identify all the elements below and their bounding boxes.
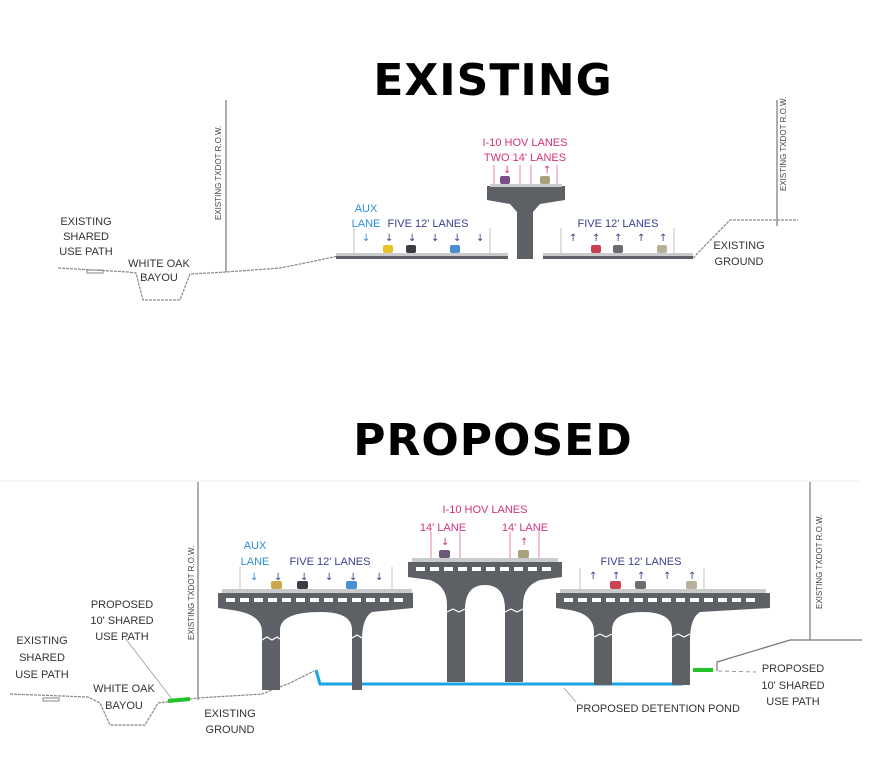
- shared-use-path-mark: [42, 697, 60, 702]
- detention-pond: [314, 669, 689, 686]
- svg-text:↓: ↓: [453, 233, 461, 244]
- row-label-right: EXISTING TXDOT R.O.W.: [815, 515, 824, 609]
- shared-use-path-mark: [86, 269, 104, 274]
- svg-text:↑: ↑: [637, 571, 645, 582]
- svg-text:↑: ↑: [589, 571, 597, 582]
- detention-pond-label: PROPOSED DETENTION POND: [576, 703, 740, 715]
- hov-lane-2-label: 14' LANE: [502, 522, 548, 534]
- right-lanes-label: FIVE 12' LANES: [601, 556, 682, 568]
- right-mainlanes-road: [543, 253, 693, 256]
- left-lanes-label: FIVE 12' LANES: [388, 218, 469, 230]
- svg-text:↑: ↑: [592, 233, 600, 244]
- svg-text:↑: ↑: [663, 571, 671, 582]
- hov-lane-lines: [430, 532, 540, 558]
- existing-ground-right: [716, 639, 862, 671]
- left-lanes-label: FIVE 12' LANES: [290, 556, 371, 568]
- left-mainlanes-road: [336, 253, 508, 256]
- svg-text:↑: ↑: [543, 165, 551, 176]
- svg-text:↓: ↓: [431, 233, 439, 244]
- svg-text:↓: ↓: [349, 572, 357, 583]
- svg-text:↓: ↓: [503, 165, 511, 176]
- svg-text:↓: ↓: [362, 233, 370, 244]
- svg-text:↓: ↓: [385, 233, 393, 244]
- svg-text:↓: ↓: [300, 572, 308, 583]
- svg-text:↑: ↑: [688, 571, 696, 582]
- svg-text:↑: ↑: [614, 233, 622, 244]
- right-mainlanes-viaduct: [556, 589, 770, 685]
- svg-text:↓: ↓: [375, 572, 383, 583]
- car-icon: [439, 550, 450, 558]
- svg-text:↓: ↓: [476, 233, 484, 244]
- proposed-section: PROPOSED EXISTING TXDOT R.O.W. EXISTING …: [0, 415, 862, 736]
- hov-t-pier: [487, 186, 565, 259]
- southbound-arrows: ↓ ↓ ↓ ↓ ↓ ↓: [362, 233, 484, 244]
- car-icon: [518, 550, 529, 558]
- car-icon: [686, 581, 697, 589]
- svg-text:↑: ↑: [659, 233, 667, 244]
- hov-title-label: I-10 HOV LANES: [443, 504, 528, 516]
- svg-text:↓: ↓: [274, 572, 282, 583]
- existing-ground-left: [9, 670, 315, 726]
- car-icon: [635, 581, 646, 589]
- car-icon: [591, 245, 601, 253]
- lane-lines: [353, 228, 675, 253]
- hov-arrows: ↓↑: [503, 165, 551, 176]
- car-icon: [540, 176, 550, 184]
- hov-lane-lines: [493, 165, 558, 184]
- car-icon: [406, 245, 416, 253]
- row-label-right: EXISTING TXDOT R.O.W.: [779, 97, 788, 191]
- proposed-path-left-mark: [167, 697, 191, 703]
- car-icon: [610, 581, 621, 589]
- svg-text:↓: ↓: [250, 572, 258, 583]
- southbound-arrows: ↓ ↓ ↓ ↓ ↓ ↓: [250, 572, 383, 583]
- svg-text:↑: ↑: [569, 233, 577, 244]
- northbound-arrows: ↑ ↑ ↑ ↑ ↑: [589, 571, 696, 582]
- existing-ground-right: [692, 219, 798, 259]
- car-icon: [500, 176, 510, 184]
- northbound-arrows: ↑ ↑ ↑ ↑ ↑: [569, 233, 667, 244]
- car-icon: [450, 245, 460, 253]
- left-mainlanes-viaduct: [218, 589, 413, 690]
- svg-text:↓: ↓: [441, 537, 449, 548]
- car-icon: [346, 581, 357, 589]
- svg-text:↑: ↑: [637, 233, 645, 244]
- right-lanes-label: FIVE 12' LANES: [578, 218, 659, 230]
- existing-title: EXISTING: [373, 55, 612, 106]
- proposed-title: PROPOSED: [353, 415, 632, 466]
- lane-lines: [239, 567, 705, 589]
- hov-lane-1-label: 14' LANE: [420, 522, 466, 534]
- row-label-left: EXISTING TXDOT R.O.W.: [187, 546, 196, 640]
- svg-text:↓: ↓: [408, 233, 416, 244]
- hov-arrows: ↓↑: [441, 537, 528, 548]
- car-icon: [657, 245, 667, 253]
- svg-text:↓: ↓: [325, 572, 333, 583]
- existing-ground-left: [57, 255, 339, 301]
- hov-title-label: I-10 HOV LANES: [483, 137, 568, 149]
- svg-text:↑: ↑: [612, 571, 620, 582]
- car-icon: [613, 245, 623, 253]
- existing-section: EXISTING EXISTING TXDOT R.O.W. EXISTING …: [57, 55, 798, 301]
- row-label-left: EXISTING TXDOT R.O.W.: [214, 126, 223, 220]
- car-icon: [383, 245, 393, 253]
- hov-viaduct: [408, 558, 562, 682]
- svg-text:↑: ↑: [520, 537, 528, 548]
- car-icon: [297, 581, 308, 589]
- hov-sub-label: TWO 14' LANES: [484, 152, 566, 164]
- car-icon: [271, 581, 282, 589]
